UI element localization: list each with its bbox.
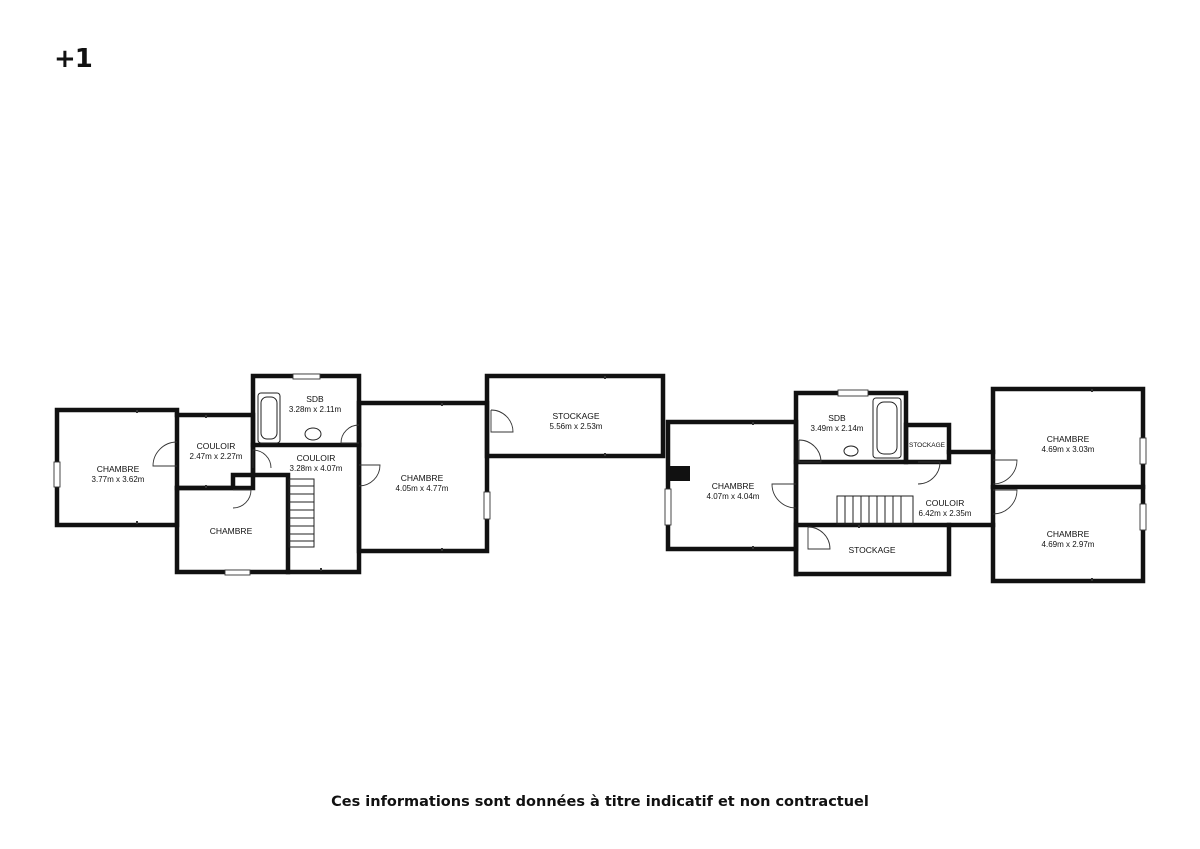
door-swings: [152, 409, 1018, 550]
room-name: CHAMBRE: [712, 481, 755, 491]
room-dims: 3.28m x 2.11m: [289, 405, 342, 414]
room-name: STOCKAGE: [552, 411, 599, 421]
disclaimer-text: Ces informations sont données à titre in…: [331, 794, 869, 810]
room-dims: 4.69m x 3.03m: [1042, 445, 1095, 454]
room-dims: 6.42m x 2.35m: [919, 509, 972, 518]
room-dims: 5.56m x 2.53m: [550, 422, 603, 431]
room-name: COULOIR: [926, 498, 965, 508]
right-wing-walls: [665, 386, 1146, 584]
stockage-3-walls: [793, 522, 952, 577]
room-dims: 3.49m x 2.14m: [811, 424, 864, 433]
windows: [53, 373, 1147, 576]
room-dims: 2.47m x 2.27m: [190, 452, 243, 461]
room-name: SDB: [828, 413, 846, 423]
room-dims: 3.77m x 3.62m: [92, 475, 145, 484]
left-wing-walls: [54, 373, 666, 575]
chimney-block: [668, 466, 690, 481]
room-name: COULOIR: [197, 441, 236, 451]
wall-ticks: [136, 376, 1093, 581]
staircase-left: [288, 478, 315, 548]
bathroom-fixtures: [257, 392, 902, 459]
chambre-2-walls: [174, 472, 291, 575]
room-dims: 4.69m x 2.97m: [1042, 540, 1095, 549]
room-name: CHAMBRE: [97, 464, 140, 474]
room-dims: 4.07m x 4.04m: [707, 492, 760, 501]
room-labels: CHAMBRE 3.77m x 3.62m COULOIR 2.47m x 2.…: [92, 394, 1095, 555]
room-name: CHAMBRE: [1047, 529, 1090, 539]
room-dims: 3.28m x 4.07m: [290, 464, 343, 473]
room-name: CHAMBRE: [401, 473, 444, 483]
staircase-right: [836, 495, 914, 525]
chambre-3-walls: [356, 400, 490, 554]
room-dims: 4.05m x 4.77m: [396, 484, 449, 493]
room-name: CHAMBRE: [1047, 434, 1090, 444]
floor-level-label: +1: [54, 44, 93, 74]
room-name: CHAMBRE: [210, 526, 253, 536]
room-name: COULOIR: [297, 453, 336, 463]
room-name: SDB: [306, 394, 324, 404]
room-name: STOCKAGE: [848, 545, 895, 555]
room-name: STOCKAGE: [909, 442, 946, 449]
